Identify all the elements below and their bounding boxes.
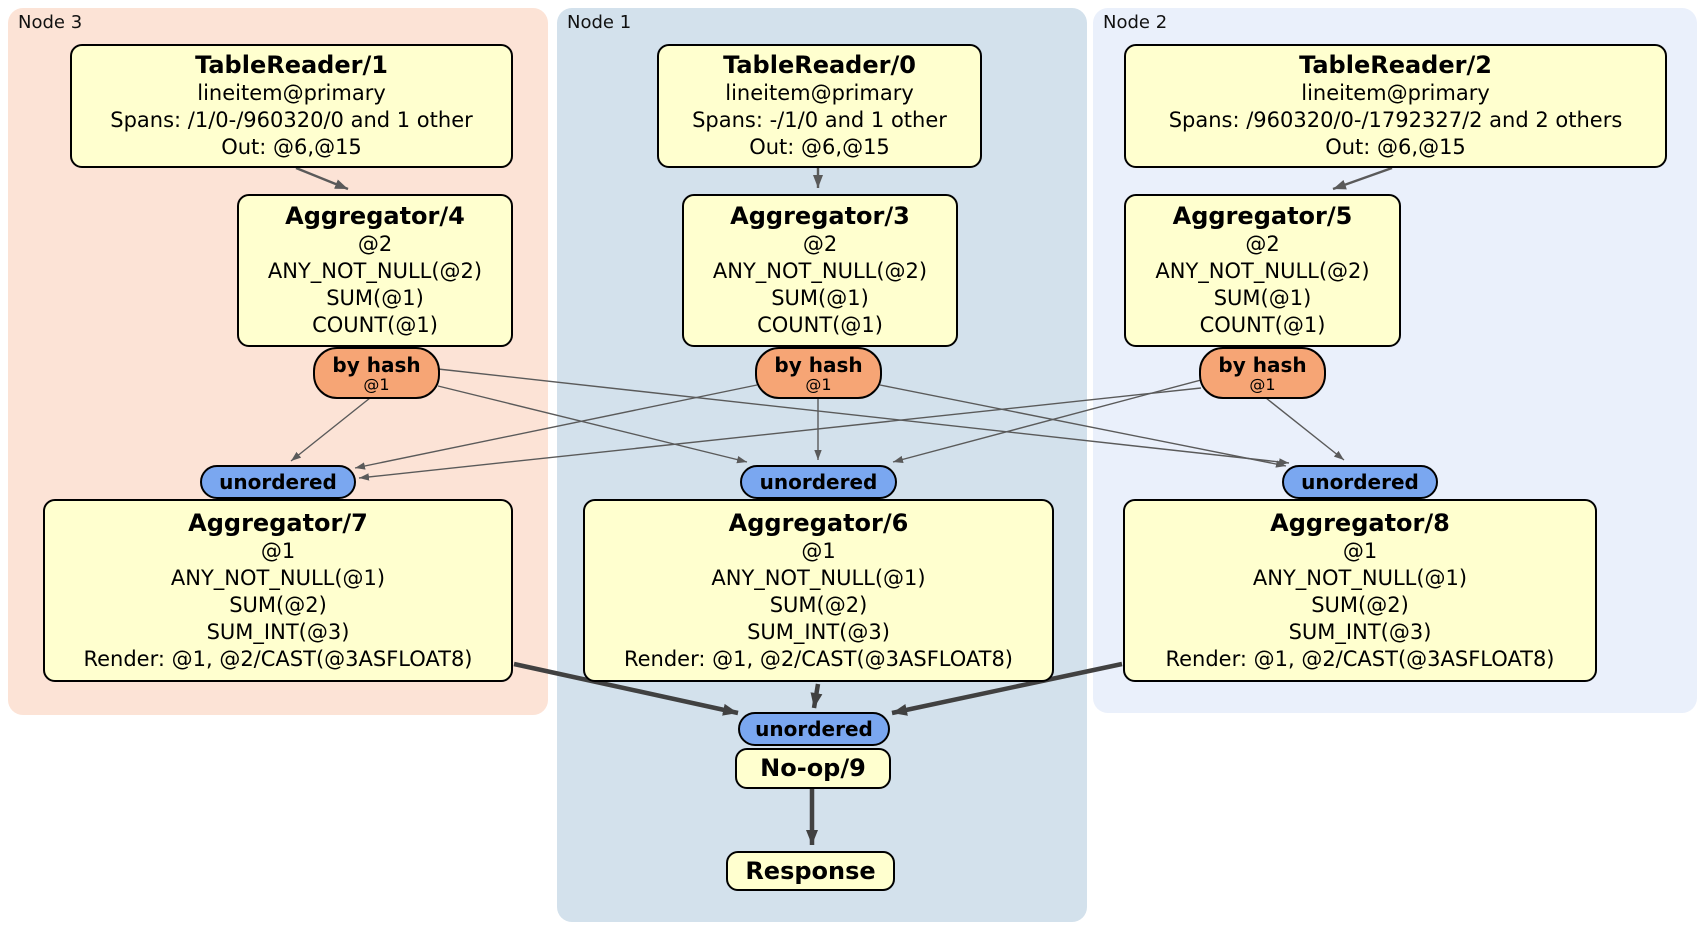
edge-hash3-unordered3 [290, 397, 371, 462]
router-by-hash-node2: by hash @1 [1199, 347, 1326, 399]
plan-node-line: @2 [802, 232, 838, 256]
router-by-hash-stage: @1 [363, 374, 390, 394]
plan-node-line: Render: @1, @2/CAST(@3ASFLOAT8) [83, 646, 473, 671]
plan-node-title: Response [745, 856, 876, 885]
plan-node-line: Out: @6,@15 [221, 135, 362, 159]
plan-node-line: SUM(@2) [1311, 592, 1409, 617]
plan-node-line: Spans: /960320/0-/1792327/2 and 2 others [1168, 108, 1623, 132]
plan-node-line: lineitem@primary [725, 81, 914, 105]
router-by-hash-label: by hash [1218, 352, 1307, 377]
plan-node-aggregator-4: Aggregator/4 @2 ANY_NOT_NULL(@2) SUM(@1)… [237, 194, 513, 347]
plan-node-line: @1 [260, 538, 296, 563]
plan-node-tablereader-1: TableReader/1 lineitem@primary Spans: /1… [70, 44, 513, 168]
plan-node-line: COUNT(@1) [1199, 313, 1326, 337]
plan-node-aggregator-7: Aggregator/7 @1 ANY_NOT_NULL(@1) SUM(@2)… [43, 499, 513, 682]
plan-node-line: Out: @6,@15 [1325, 135, 1466, 159]
plan-node-line: SUM(@2) [229, 592, 327, 617]
sync-unordered-label: unordered [219, 470, 337, 494]
router-by-hash-label: by hash [774, 352, 863, 377]
plan-node-line: Out: @6,@15 [749, 135, 890, 159]
router-by-hash-label: by hash [332, 352, 421, 377]
plan-node-line: @1 [801, 538, 836, 563]
plan-node-line: Spans: /1/0-/960320/0 and 1 other [110, 108, 473, 132]
edge-hash5-unordered2 [1265, 397, 1345, 461]
plan-node-title: Aggregator/6 [728, 508, 909, 537]
plan-node-title: Aggregator/4 [285, 202, 465, 230]
region-label-node2: Node 2 [1103, 12, 1168, 33]
router-by-hash-stage: @1 [1249, 374, 1276, 394]
edge-hash3-unordered1 [437, 385, 748, 464]
plan-node-line: Render: @1, @2/CAST(@3ASFLOAT8) [623, 646, 1014, 671]
edge-tr2-agg5 [1332, 166, 1393, 191]
sync-unordered-final: unordered [738, 712, 890, 746]
plan-node-line: COUNT(@1) [757, 313, 883, 337]
plan-node-response: Response [726, 851, 895, 891]
plan-node-line: ANY_NOT_NULL(@2) [267, 259, 483, 283]
router-by-hash-node1: by hash @1 [755, 347, 882, 399]
plan-node-aggregator-5: Aggregator/5 @2 ANY_NOT_NULL(@2) SUM(@1)… [1124, 194, 1401, 347]
plan-node-line: lineitem@primary [1301, 81, 1490, 105]
edge-agg8-unordered-final [891, 661, 1123, 716]
plan-node-title: Aggregator/3 [730, 202, 910, 230]
plan-node-title: Aggregator/7 [188, 508, 368, 537]
edge-tr1-agg4 [295, 166, 349, 191]
plan-node-line: SUM(@2) [769, 592, 868, 617]
plan-node-line: Spans: -/1/0 and 1 other [692, 108, 947, 132]
plan-node-line: ANY_NOT_NULL(@1) [711, 565, 926, 590]
plan-node-line: ANY_NOT_NULL(@2) [712, 259, 928, 283]
plan-node-tablereader-2: TableReader/2 lineitem@primary Spans: /9… [1124, 44, 1667, 168]
plan-node-line: ANY_NOT_NULL(@2) [1155, 259, 1370, 283]
plan-node-line: SUM(@1) [326, 286, 424, 310]
plan-node-title: TableReader/0 [723, 51, 916, 79]
plan-node-line: ANY_NOT_NULL(@1) [1252, 565, 1468, 590]
region-label-node1: Node 1 [567, 12, 632, 33]
sync-unordered-label: unordered [755, 717, 873, 741]
plan-node-title: Aggregator/5 [1172, 202, 1353, 230]
router-by-hash-stage: @1 [805, 374, 832, 394]
plan-node-line: @1 [1342, 538, 1378, 563]
plan-node-line: SUM_INT(@3) [747, 619, 890, 644]
plan-node-line: SUM_INT(@3) [206, 619, 350, 644]
plan-node-aggregator-8: Aggregator/8 @1 ANY_NOT_NULL(@1) SUM(@2)… [1123, 499, 1597, 682]
sync-unordered-node1: unordered [740, 465, 897, 499]
plan-node-line: Render: @1, @2/CAST(@3ASFLOAT8) [1165, 646, 1555, 671]
plan-node-line: lineitem@primary [197, 81, 386, 105]
sync-unordered-label: unordered [759, 470, 878, 494]
edge-hash5-unordered3 [358, 387, 1202, 481]
plan-node-noop-9: No-op/9 [735, 748, 891, 789]
sync-unordered-label: unordered [1301, 470, 1419, 494]
edge-hash3-unordered2 [437, 368, 1290, 466]
plan-node-line: @2 [357, 232, 393, 256]
plan-node-line: COUNT(@1) [312, 313, 438, 337]
region-label-node3: Node 3 [18, 12, 83, 33]
plan-node-aggregator-3: Aggregator/3 @2 ANY_NOT_NULL(@2) SUM(@1)… [682, 194, 958, 347]
plan-node-line: SUM_INT(@3) [1288, 619, 1432, 644]
plan-node-line: @2 [1245, 232, 1280, 256]
plan-node-title: Aggregator/8 [1270, 508, 1450, 537]
plan-node-line: SUM(@1) [771, 286, 869, 310]
sync-unordered-node3: unordered [200, 465, 356, 499]
plan-node-title: TableReader/2 [1299, 51, 1492, 79]
edge-agg6-unordered-final [810, 683, 823, 709]
plan-node-line: ANY_NOT_NULL(@1) [170, 565, 386, 590]
sync-unordered-node2: unordered [1282, 465, 1438, 499]
router-by-hash-node3: by hash @1 [313, 347, 440, 399]
edge-hash1-unordered2 [879, 384, 1287, 468]
plan-node-title: No-op/9 [760, 754, 866, 782]
edge-agg7-unordered-final [513, 661, 739, 716]
plan-node-tablereader-0: TableReader/0 lineitem@primary Spans: -/… [657, 44, 982, 168]
edge-hash1-unordered3 [354, 384, 758, 470]
edge-hash5-unordered1 [892, 379, 1202, 464]
plan-node-title: TableReader/1 [195, 51, 388, 79]
plan-node-aggregator-6: Aggregator/6 @1 ANY_NOT_NULL(@1) SUM(@2)… [583, 499, 1054, 682]
plan-node-line: SUM(@1) [1213, 286, 1312, 310]
